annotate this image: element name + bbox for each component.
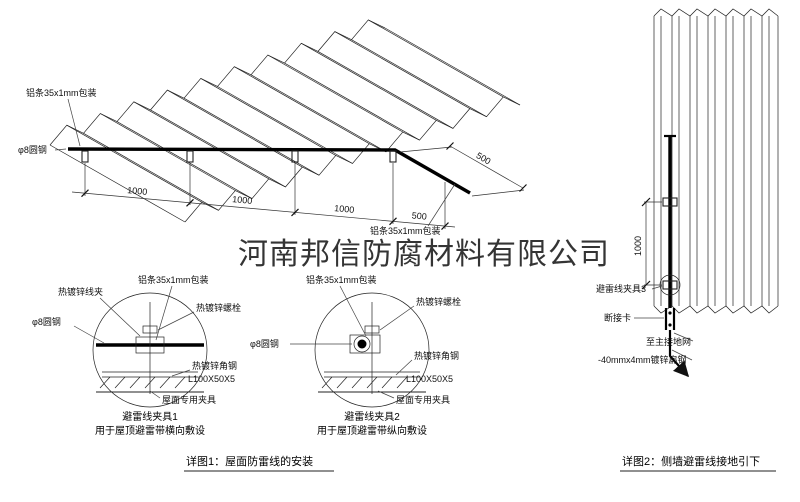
detail2-rod-label: φ8圆钢 <box>250 338 279 349</box>
detail1-angle-label: 热镀锌角钢 <box>192 360 237 371</box>
wall-disconnect-label: 断接卡 <box>604 312 631 323</box>
captions: 详图1：屋面防雷线的安装 详图2：侧墙避雷线接地引下 <box>184 454 776 472</box>
wall-ground-label: 至主接地网 <box>646 336 691 347</box>
dim-1000-c: 1000 <box>334 203 355 215</box>
detail-circle-1: 热镀锌线夹 铝条35x1mm包装 热镀锌螺栓 φ8圆钢 热镀锌角钢 L100X5… <box>32 274 241 437</box>
wall-clamp-upper <box>662 197 678 207</box>
roof-rib-lines <box>49 19 521 223</box>
roof-top-profile <box>49 19 386 146</box>
wall-dim-1000: 1000 <box>633 236 643 256</box>
wall-flat-steel-label: -40mmx4mm镀锌扁钢 <box>598 354 687 365</box>
dim-right-500: 500 <box>474 150 492 166</box>
disconnect-link <box>664 308 676 330</box>
detail2-bolt-label: 热镀锌螺栓 <box>416 296 461 307</box>
dim-500: 500 <box>411 210 427 221</box>
roof-right-dimension: 500 <box>399 142 527 197</box>
detail1-subtitle: 用于屋顶避雷带横向敷设 <box>95 424 205 437</box>
wall-dimension: 1000 <box>633 197 662 290</box>
caption-detail1: 详图1：屋面防雷线的安装 <box>186 454 313 468</box>
detail-circle-2: 铝条35x1mm包装 热镀锌螺栓 φ8圆钢 热镀锌角钢 L100X50X5 屋面… <box>250 274 461 437</box>
detail2-wire-wrap <box>353 335 371 353</box>
lightning-wire <box>67 147 471 195</box>
roof-rod-label: φ8圆钢 <box>18 144 47 155</box>
wall-clamp-lower <box>662 280 678 290</box>
side-wall-view: 1000 避雷线夹具3 断接卡 至主接地网 -40mmx4mm镀锌扁钢 <box>596 8 779 378</box>
detail1-angle-steel <box>99 371 198 389</box>
roof-isometric-view: 1000 1000 1000 500 500 铝条35x1mm包装 φ8圆钢 铝… <box>18 19 527 236</box>
detail2-angle-size-label: L100X50X5 <box>406 374 453 384</box>
detail1-nut <box>142 325 158 334</box>
dim-1000-b: 1000 <box>232 194 253 206</box>
dim-1000-a: 1000 <box>127 185 148 197</box>
detail2-nut <box>364 325 380 334</box>
company-watermark: 河南邦信防腐材料有限公司 <box>238 238 610 271</box>
detail1-angle-size-label: L100X50X5 <box>188 374 235 384</box>
wall-corrugation-lines <box>653 16 779 306</box>
wire-supports <box>81 150 397 163</box>
detail1-clamp <box>135 336 165 354</box>
detail1-bolt-label: 热镀锌螺栓 <box>196 302 241 313</box>
wall-clamp3-label: 避雷线夹具3 <box>596 283 646 294</box>
wall-bottom-edge <box>653 305 779 314</box>
detail2-angle-steel <box>321 371 420 389</box>
roof-strip-label-bottom: 铝条35x1mm包装 <box>370 225 441 236</box>
wall-top-edge <box>653 8 779 17</box>
roof-strip-label-top: 铝条35x1mm包装 <box>26 87 97 98</box>
detail2-strip-label: 铝条35x1mm包装 <box>306 274 377 285</box>
caption-detail2: 详图2：侧墙避雷线接地引下 <box>622 454 760 468</box>
detail1-fixture-label: 屋面专用夹具 <box>162 394 216 405</box>
detail2-angle-label: 热镀锌角钢 <box>414 350 459 361</box>
flat-steel-to-ground <box>668 330 690 378</box>
detail1-rod-label: φ8圆钢 <box>32 316 61 327</box>
roof-dimension-chain: 1000 1000 1000 500 <box>71 163 456 231</box>
detail1-title: 避雷线夹具1 <box>122 410 178 423</box>
detail2-fixture-label: 屋面专用夹具 <box>396 394 450 405</box>
detail2-subtitle: 用于屋顶避雷带纵向敷设 <box>317 424 427 437</box>
detail2-wire-section <box>357 339 367 349</box>
detail1-clamp-label: 热镀锌线夹 <box>58 286 103 297</box>
detail1-strip-label: 铝条35x1mm包装 <box>138 274 209 285</box>
detail2-title: 避雷线夹具2 <box>344 410 400 423</box>
